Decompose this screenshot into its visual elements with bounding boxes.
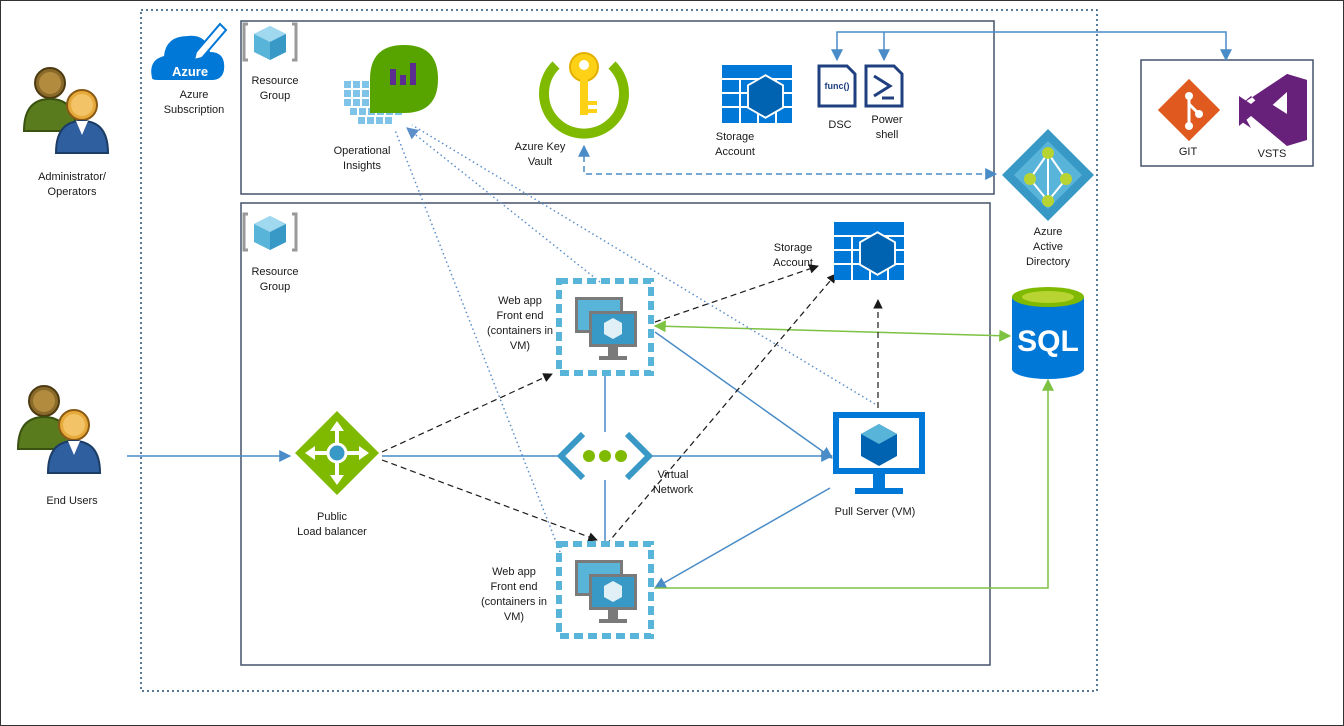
load-balancer-icon [295,411,379,495]
resource-group-top-icon [242,22,298,62]
webapp-top-to-insights-connector [406,127,601,283]
key-vault-label: Azure Key Vault [514,141,566,168]
connectors [127,31,1232,589]
azure-subscription-label: Azure Subscription [163,89,225,116]
azure-cloud-icon [151,22,228,80]
git-icon [1157,78,1221,142]
storage-account-mid-label: Storage Account [773,242,813,269]
resource-group-top-box [240,20,995,195]
administrators-icon [23,67,109,154]
load-balancer-label: Public Load balancer [297,511,367,538]
git-label: GIT [1178,146,1198,158]
web-app-bottom-vm-icon [559,544,651,636]
resource-group-bottom-box [240,202,991,666]
vsts-icon [1239,74,1307,146]
operational-insights-label: Operational Insights [333,145,391,172]
dsc-file-icon [817,64,857,108]
dsc-icon-text: func() [825,81,850,91]
azure-ad-icon [1002,129,1094,221]
sql-icon-text: SQL [1017,325,1079,358]
resource-group-bottom-label: Resource Group [251,266,299,293]
end-users-icon [17,385,101,474]
webapp-top-to-storage-connector [654,264,819,323]
storage-account-mid-icon [833,221,905,281]
keyvault-aad-connector [578,144,998,180]
dsc-label: DSC [828,119,852,131]
azure-subscription-boundary [140,9,1098,692]
web-app-top-vm-icon [559,281,651,373]
key-vault-icon [539,52,629,139]
storage-account-top-icon [721,64,793,124]
powershell-label: Power shell [871,114,903,141]
end-users-label: End Users [46,495,98,507]
webapp-top-sql-connector [653,320,1012,342]
storage-account-top-label: Storage Account [715,131,755,158]
pull-to-webapp-bottom-connector [653,487,831,589]
powershell-file-icon [864,64,904,108]
resource-group-bottom-icon [242,212,298,252]
lb-to-webapp-bottom-connector [381,459,598,542]
web-app-top-label: Web app Front end (containers in VM) [486,295,554,352]
resource-group-top-label: Resource Group [251,75,299,102]
administrators-label: Administrator/ Operators [38,171,106,198]
azure-ad-label: Azure Active Directory [1025,226,1070,268]
lb-to-webapp-top-connector [381,373,553,453]
dsc-to-git-vsts-connector [831,31,1232,62]
sql-database-icon [1012,287,1084,379]
virtual-network-label: Virtual Network [652,469,694,496]
vsts-label: VSTS [1257,148,1287,160]
webapp-top-to-pull-connector [654,331,833,459]
pull-server-vm-icon [833,412,925,494]
virtual-network-icon [556,431,654,481]
operational-insights-icon [344,45,438,124]
web-app-bottom-label: Web app Front end (containers in VM) [480,566,548,623]
pull-server-label: Pull Server (VM) [834,506,916,518]
webapp-bottom-sql-connector [655,378,1054,589]
pull-to-insights-connector [411,124,876,405]
azure-logo-text: Azure [172,64,208,79]
